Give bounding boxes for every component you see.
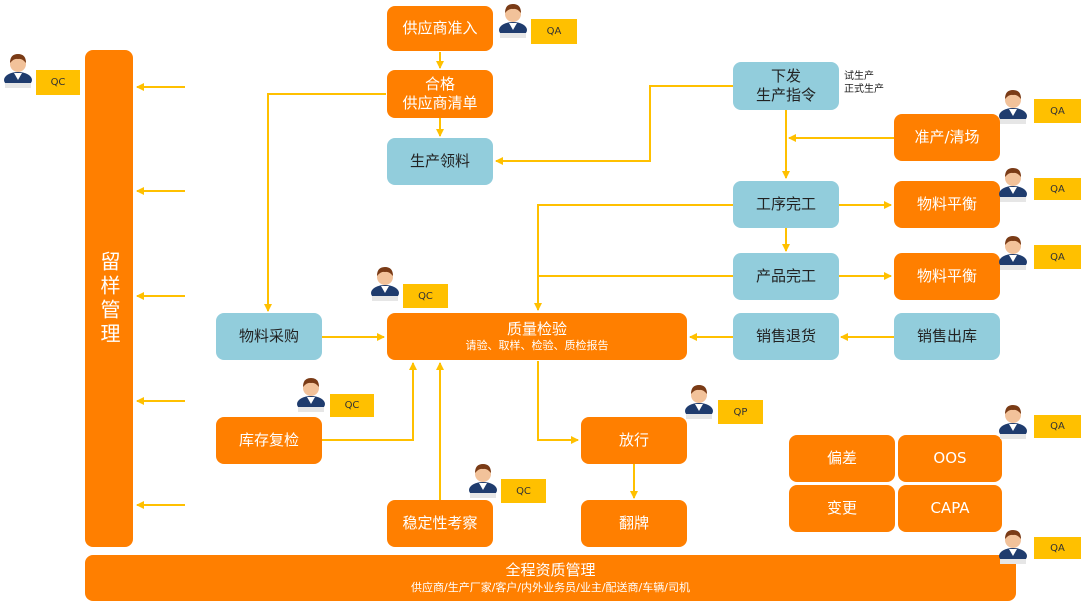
capa-node[interactable]: CAPA — [898, 485, 1002, 532]
capa-label: CAPA — [930, 498, 970, 517]
stability-study-label: 稳定性考察 — [402, 513, 478, 532]
sales-return-label: 销售退货 — [755, 326, 816, 345]
person-icon — [685, 385, 713, 419]
sample-management-bar[interactable]: 留样管理 — [85, 50, 133, 547]
person-icon — [499, 4, 527, 38]
oos-node[interactable]: OOS — [898, 435, 1002, 482]
supplier-access-label: 供应商准入 — [402, 18, 478, 37]
inventory-recheck-node[interactable]: 库存复检 — [216, 417, 322, 464]
qa-tag: QA — [1034, 537, 1081, 559]
qa-tag: QA — [1034, 245, 1081, 269]
qualified-list-line1: 合格 — [424, 74, 455, 93]
stability-study-node[interactable]: 稳定性考察 — [387, 500, 493, 547]
production-order-node[interactable]: 下发 生产指令 — [733, 62, 839, 110]
release-label: 放行 — [618, 430, 649, 449]
sales-return-node[interactable]: 销售退货 — [733, 313, 839, 360]
qa-tag: QA — [1034, 415, 1081, 438]
deviation-node[interactable]: 偏差 — [789, 435, 895, 482]
qp-tag: QP — [718, 400, 763, 424]
formal-production-text: 正式生产 — [844, 83, 884, 95]
oos-label: OOS — [933, 448, 967, 467]
sales-out-node[interactable]: 销售出库 — [894, 313, 1000, 360]
production-type-note: 试生产 正式生产 — [844, 71, 884, 96]
qualified-supplier-list-node[interactable]: 合格 供应商清单 — [387, 70, 493, 118]
qc-tag: QC — [36, 70, 80, 95]
qa-tag: QA — [1034, 178, 1081, 200]
supplier-access-node[interactable]: 供应商准入 — [387, 6, 493, 51]
production-order-line2: 生产指令 — [755, 86, 816, 104]
process-complete-label: 工序完工 — [755, 194, 816, 213]
qc-tag: QC — [403, 284, 448, 308]
flip-card-node[interactable]: 翻牌 — [581, 500, 687, 547]
full-qualification-label: 全程资质管理 — [505, 561, 596, 580]
qualified-list-line2: 供应商清单 — [402, 94, 478, 112]
person-icon — [297, 378, 325, 412]
person-icon — [371, 267, 399, 301]
flip-card-label: 翻牌 — [618, 513, 649, 532]
material-purchase-node[interactable]: 物料采购 — [216, 313, 322, 360]
quality-inspection-sublabel: 请验、取样、检验、质检报告 — [465, 339, 609, 353]
production-order-line1: 下发 — [770, 66, 801, 85]
sales-out-label: 销售出库 — [916, 326, 977, 345]
person-icon — [4, 54, 32, 88]
person-icon — [469, 464, 497, 498]
person-icon — [999, 236, 1027, 270]
product-complete-node[interactable]: 产品完工 — [733, 253, 839, 300]
material-issue-label: 生产领料 — [409, 151, 470, 170]
full-qualification-management-bar[interactable]: 全程资质管理 供应商/生产厂家/客户/内外业务员/业主/配送商/车辆/司机 — [85, 555, 1016, 601]
qa-tag: QA — [1034, 99, 1081, 123]
material-balance-1-label: 物料平衡 — [916, 194, 977, 213]
change-label: 变更 — [826, 498, 857, 517]
material-purchase-label: 物料采购 — [238, 326, 299, 345]
qa-tag: QA — [531, 19, 577, 44]
qc-tag: QC — [330, 394, 374, 417]
quality-inspection-label: 质量检验 — [506, 319, 567, 338]
qc-tag: QC — [501, 479, 546, 503]
person-icon — [999, 530, 1027, 564]
full-qualification-sublabel: 供应商/生产厂家/客户/内外业务员/业主/配送商/车辆/司机 — [411, 580, 690, 594]
process-complete-node[interactable]: 工序完工 — [733, 181, 839, 228]
release-node[interactable]: 放行 — [581, 417, 687, 464]
material-balance-2-label: 物料平衡 — [916, 266, 977, 285]
deviation-label: 偏差 — [826, 448, 857, 467]
inventory-recheck-label: 库存复检 — [238, 430, 299, 449]
material-issue-node[interactable]: 生产领料 — [387, 138, 493, 185]
access-clear-node[interactable]: 准产/清场 — [894, 114, 1000, 161]
person-icon — [999, 405, 1027, 439]
material-balance-2-node[interactable]: 物料平衡 — [894, 253, 1000, 300]
product-complete-label: 产品完工 — [755, 266, 816, 285]
trial-production-text: 试生产 — [844, 71, 874, 82]
person-icon — [999, 168, 1027, 202]
access-clear-label: 准产/清场 — [914, 127, 980, 146]
change-node[interactable]: 变更 — [789, 485, 895, 532]
sample-management-label: 留样管理 — [97, 250, 121, 347]
quality-inspection-node[interactable]: 质量检验 请验、取样、检验、质检报告 — [387, 313, 687, 360]
person-icon — [999, 90, 1027, 124]
material-balance-1-node[interactable]: 物料平衡 — [894, 181, 1000, 228]
